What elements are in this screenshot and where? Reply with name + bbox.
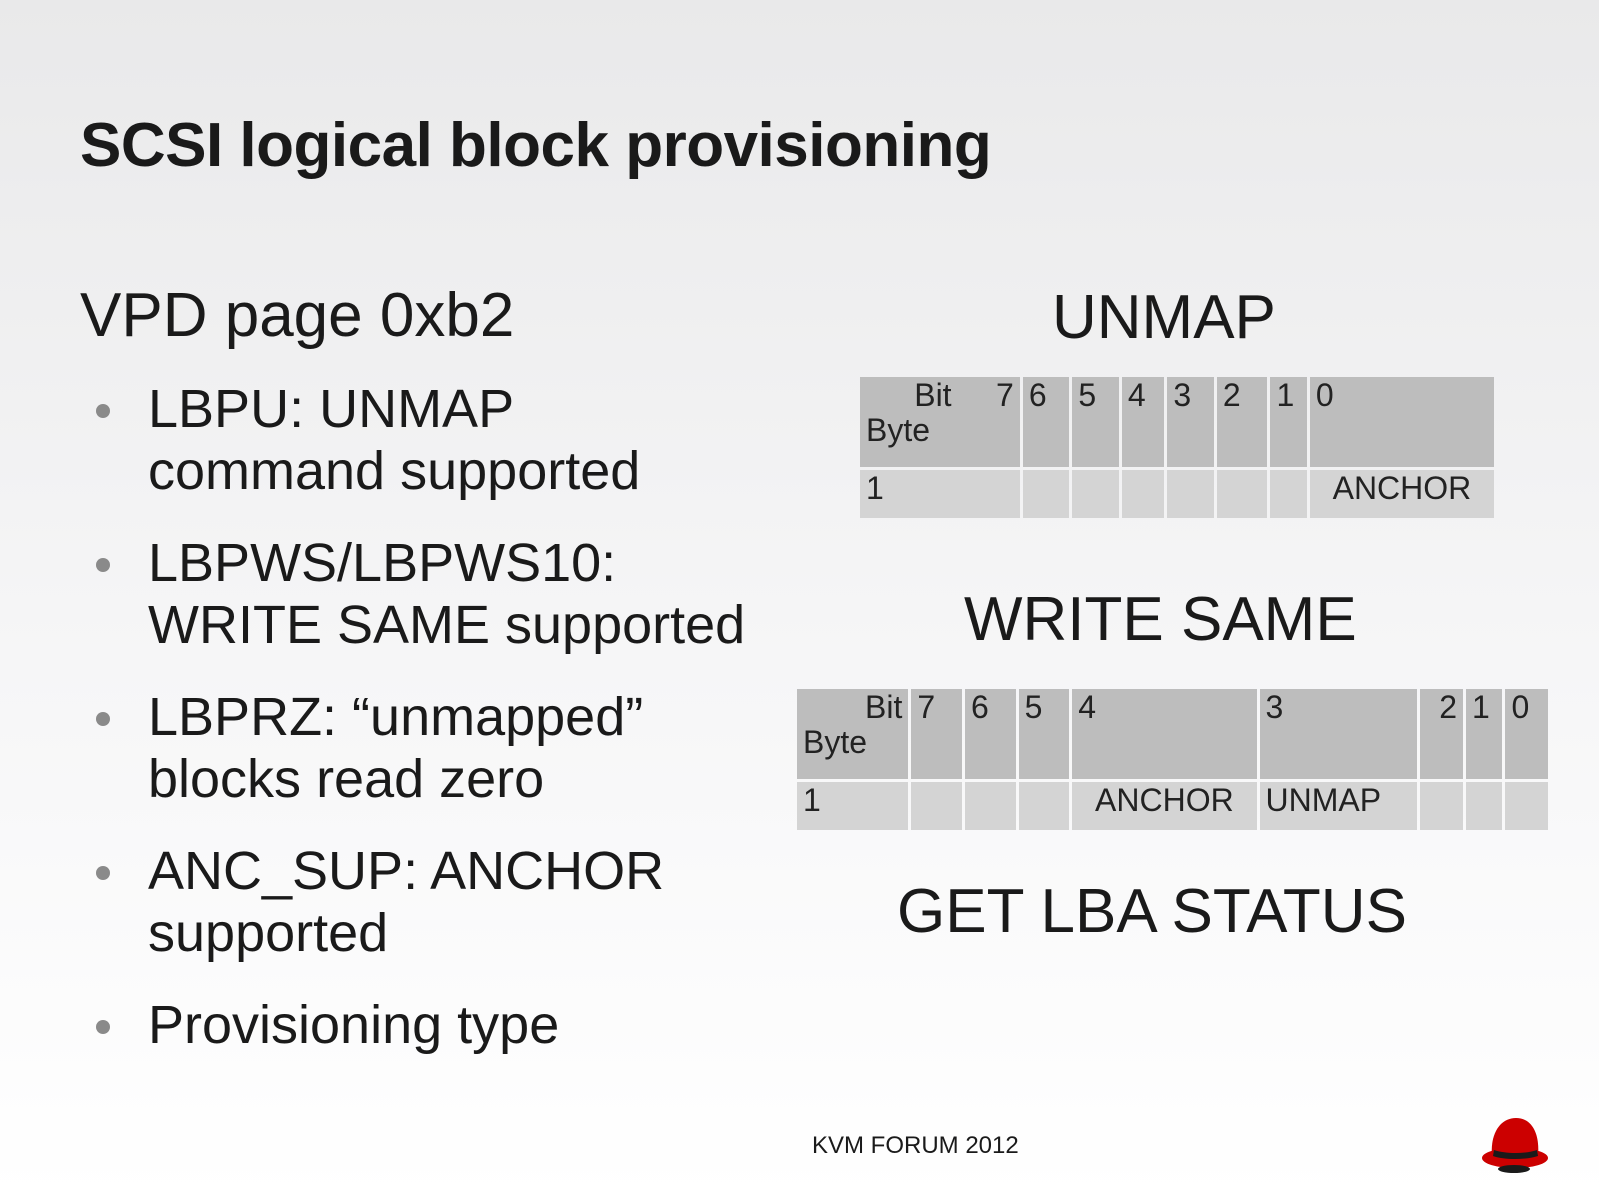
bullet-line: blocks read zero (148, 749, 545, 809)
bullet-line: LBPWS/LBPWS10: (148, 533, 617, 593)
table-row: 1 ANCHOR (860, 470, 1494, 518)
unmap-bit-table: Bit 7 Byte 6 5 4 3 2 1 0 1 ANCHOR (857, 374, 1497, 521)
bullet-line: LBPU: UNMAP (148, 379, 515, 439)
bit-0-label: 0 (1309, 377, 1494, 467)
write-same-bit-table: Bit Byte 7 6 5 4 3 2 1 0 1 ANCHOR UNMAP (794, 686, 1551, 833)
bit-cell (1505, 782, 1548, 830)
bit-cell (1072, 470, 1119, 518)
bullet-line: LBPRZ: “unmapped” (148, 687, 644, 747)
bit-5-label: 5 (1072, 377, 1119, 467)
unmap-cell: UNMAP (1259, 782, 1418, 830)
bit-cell (1270, 470, 1307, 518)
bit-cell (1167, 470, 1214, 518)
unmap-heading: UNMAP (1052, 283, 1276, 352)
byte-label: Byte (803, 724, 868, 760)
bit-cell (911, 782, 962, 830)
bullet-dot-icon (96, 1020, 110, 1034)
bullet-dot-icon (96, 866, 110, 880)
bullet-dot-icon (96, 558, 110, 572)
bit-2-label: 2 (1216, 377, 1268, 467)
bit-cell (1466, 782, 1503, 830)
bullet-line: ANC_SUP: ANCHOR (148, 841, 665, 901)
slide-subtitle: VPD page 0xb2 (80, 281, 515, 350)
bit-label: Bit (865, 689, 903, 725)
slide-title: SCSI logical block provisioning (80, 111, 992, 180)
bit-7-label: 7 (996, 377, 1014, 413)
bullet-item: ANC_SUP: ANCHOR supported (90, 840, 790, 964)
bit-cell (965, 782, 1016, 830)
bullet-item: Provisioning type (90, 994, 790, 1056)
anchor-cell: ANCHOR (1072, 782, 1257, 830)
bit-byte-cell: Bit Byte (797, 689, 909, 779)
write-same-heading: WRITE SAME (964, 585, 1357, 654)
bit-2-label: 2 (1420, 689, 1463, 779)
bullet-dot-icon (96, 404, 110, 418)
bit-label: Bit (914, 377, 952, 413)
bit-1-label: 1 (1270, 377, 1307, 467)
byte-number: 1 (797, 782, 909, 830)
byte-label: Byte (866, 412, 931, 448)
bit-3-label: 3 (1259, 689, 1418, 779)
bit-cell (1121, 470, 1165, 518)
bit-1-label: 1 (1466, 689, 1503, 779)
bit-5-label: 5 (1018, 689, 1070, 779)
bullet-line: Provisioning type (148, 995, 560, 1055)
bullet-list: LBPU: UNMAP command supported LBPWS/LBPW… (90, 378, 790, 1086)
bit-cell (1018, 782, 1070, 830)
table-row: 1 ANCHOR UNMAP (797, 782, 1548, 830)
bullet-dot-icon (96, 712, 110, 726)
bit-byte-cell: Bit 7 Byte (860, 377, 1020, 467)
bit-4-label: 4 (1072, 689, 1257, 779)
get-lba-status-heading: GET LBA STATUS (897, 877, 1407, 946)
bullet-item: LBPU: UNMAP command supported (90, 378, 790, 502)
bullet-item: LBPRZ: “unmapped” blocks read zero (90, 686, 790, 810)
bit-6-label: 6 (1022, 377, 1070, 467)
bit-cell (1216, 470, 1268, 518)
redhat-logo-icon (1482, 1118, 1548, 1173)
bullet-line: supported (148, 903, 389, 963)
bit-0-label: 0 (1505, 689, 1548, 779)
bullet-item: LBPWS/LBPWS10: WRITE SAME supported (90, 532, 790, 656)
bit-3-label: 3 (1167, 377, 1214, 467)
bit-cell (1022, 470, 1070, 518)
byte-number: 1 (860, 470, 1020, 518)
table-header-row: Bit Byte 7 6 5 4 3 2 1 0 (797, 689, 1548, 779)
bullet-line: command supported (148, 441, 641, 501)
bullet-line: WRITE SAME supported (148, 595, 746, 655)
bit-7-label: 7 (911, 689, 962, 779)
anchor-cell: ANCHOR (1309, 470, 1494, 518)
footer-text: KVM FORUM 2012 (812, 1132, 1019, 1159)
bit-6-label: 6 (965, 689, 1016, 779)
bit-4-label: 4 (1121, 377, 1165, 467)
bit-cell (1420, 782, 1463, 830)
table-header-row: Bit 7 Byte 6 5 4 3 2 1 0 (860, 377, 1494, 467)
